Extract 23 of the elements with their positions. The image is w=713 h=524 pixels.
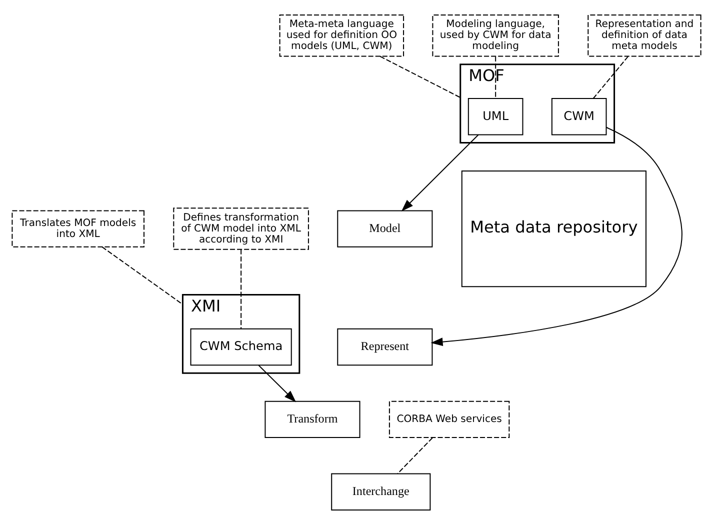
connector [240,249,242,328]
node-box: Modeling language, used by CWM for data modeling [432,14,559,56]
node-box: Model [337,210,433,247]
arrow [430,126,682,346]
node-box: Representation and definition of data meta models [588,14,702,56]
connector [102,246,183,304]
arrow [401,134,479,211]
node-box: CWM [551,98,607,135]
node-box: CWM Schema [190,328,292,366]
node-box: Interchange [331,472,431,510]
connector [495,56,496,98]
node-box: Defines transformation of CWM model into XML according to XMI [173,207,309,250]
node-box: Meta data repository [461,170,646,287]
node-box: CORBA Web services [388,400,510,438]
arrow [258,364,296,402]
connector [397,437,433,474]
connector [592,56,628,98]
node-box: Represent [337,328,433,366]
node-box: Translates MOF models into XML [12,210,144,247]
node-box: Transform [264,400,360,438]
node-box: Meta-meta language used for definition OO models (UML, CWM) [279,14,404,56]
node-box: UML [468,98,524,135]
connector [380,55,461,98]
